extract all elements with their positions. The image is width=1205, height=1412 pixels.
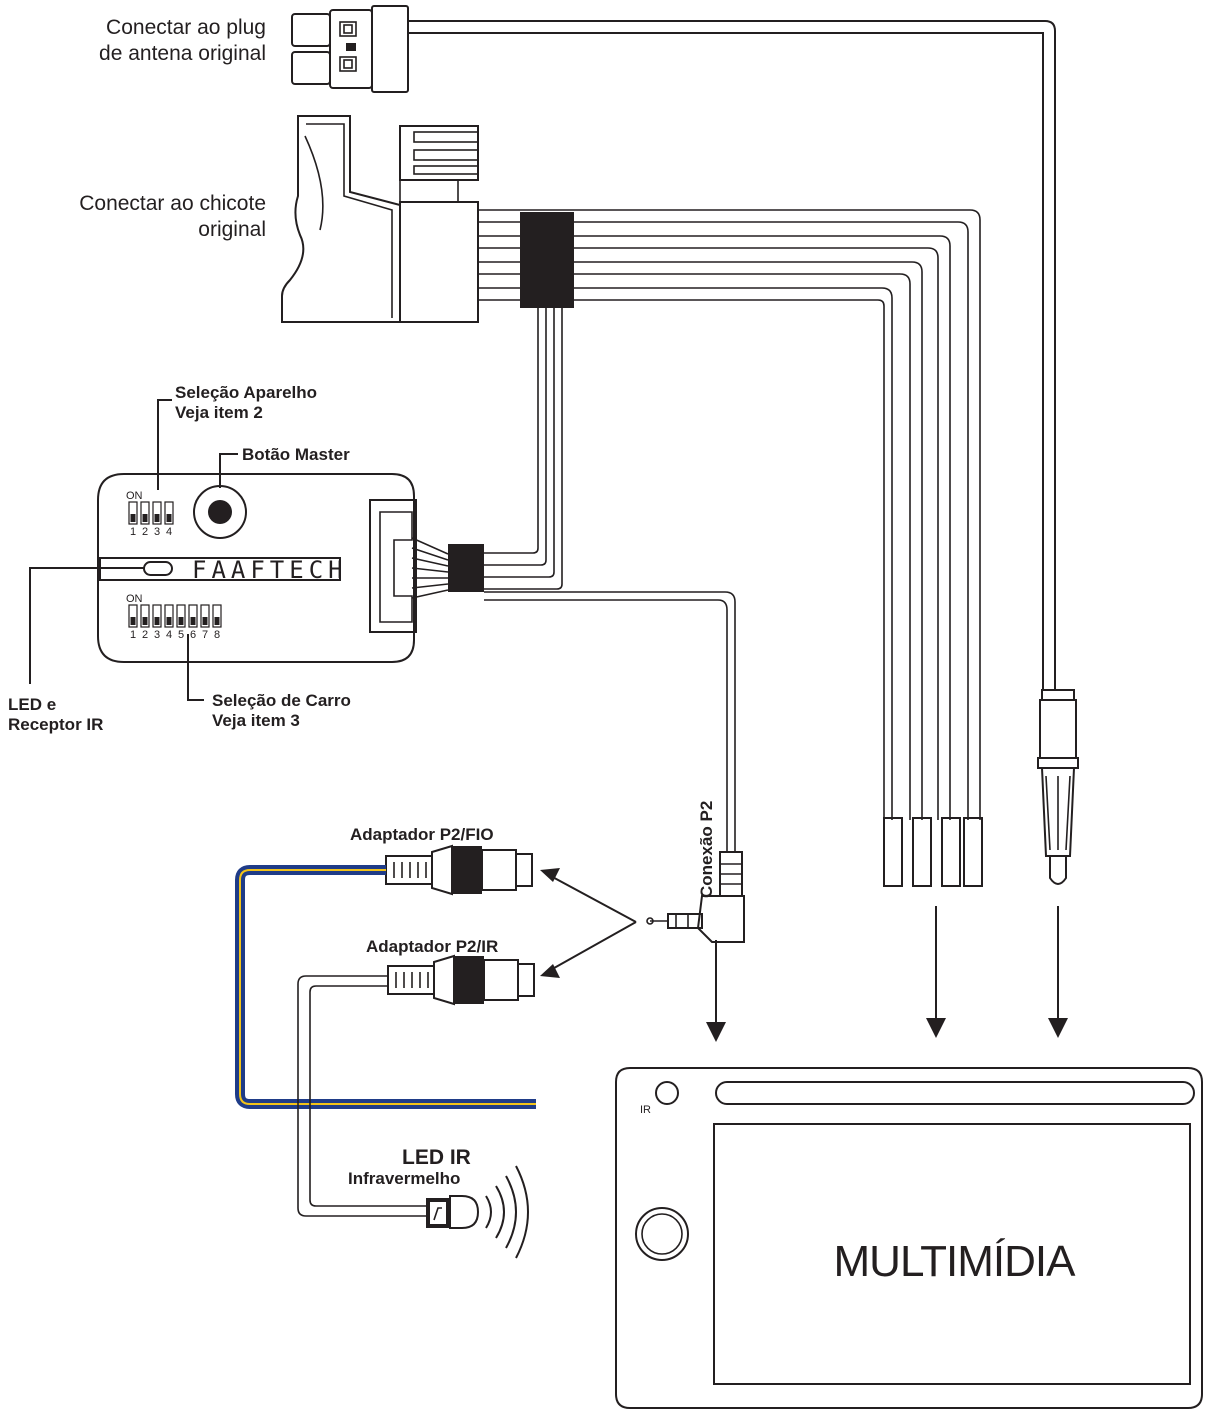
antenna-plug	[291, 5, 409, 93]
callout-lines	[29, 399, 238, 701]
adapter-arrows	[540, 868, 637, 978]
dip-car-switch-knob-5	[178, 617, 184, 625]
dip-device-switch-knob-1	[130, 514, 136, 522]
p2-connection-label: Conexão P2	[697, 801, 716, 898]
dip-car-switch-7[interactable]	[200, 604, 210, 628]
svg-text:ON: ON	[126, 593, 143, 605]
adapter-ir-label: Adaptador P2/IR	[366, 937, 498, 956]
dip-device-switch-4[interactable]	[164, 501, 174, 525]
dip-device-switch-knob-3	[154, 514, 160, 522]
dip-device-switch-number: 4	[166, 526, 172, 538]
dip-device-switch-1[interactable]	[128, 501, 138, 525]
ir-sensor	[655, 1081, 679, 1105]
dip-car-switch-knob-8	[214, 617, 220, 625]
module-feed-wires	[484, 308, 563, 590]
p2-ir-cable	[297, 975, 426, 1217]
led-receiver-label-2: Receptor IR	[8, 715, 103, 734]
adapter-wire-label: Adaptador P2/FIO	[350, 825, 494, 844]
dip-device-switch-number: 1	[130, 526, 136, 538]
p2-cable	[484, 591, 736, 852]
dip-car-switch-8[interactable]	[212, 604, 222, 628]
device-select-label-2: Veja item 2	[175, 403, 263, 422]
car-select-label-1: Seleção de Carro	[212, 691, 351, 710]
dip-car-switch-1[interactable]	[128, 604, 138, 628]
wire-end-caps	[883, 817, 983, 887]
led-ir	[426, 1165, 529, 1259]
antenna-connect-label-1: Conectar ao plug	[106, 16, 266, 39]
dip-car-switch-5[interactable]	[176, 604, 186, 628]
disc-slot	[715, 1081, 1195, 1105]
infrared-label: Infravermelho	[348, 1169, 460, 1188]
cable-bundle-sleeve	[520, 212, 574, 308]
module-pigtail	[411, 537, 449, 599]
dip-car-switch-knob-3	[154, 617, 160, 625]
dip-car-switch-knob-6	[190, 617, 196, 625]
led-ir-label: LED IR	[402, 1146, 471, 1169]
harness-connector	[281, 115, 479, 323]
head-unit-screen	[713, 1123, 1191, 1385]
adapter-p2-ir	[387, 954, 535, 1006]
dip-car-switch-number: 4	[166, 629, 172, 641]
dip-car-switch-number: 6	[190, 629, 196, 641]
dip-device-switch-3[interactable]	[152, 501, 162, 525]
dip-car-switch-number: 8	[214, 629, 220, 641]
dip-device-switch-number: 3	[154, 526, 160, 538]
device-select-label-1: Seleção Aparelho	[175, 383, 317, 402]
dip-device-switch-knob-2	[142, 514, 148, 522]
antenna-male-plug	[1037, 689, 1079, 885]
ir-sensor-label: IR	[640, 1104, 651, 1116]
antenna-connect-label-2: de antena original	[99, 42, 266, 65]
dip-car-switch-knob-7	[202, 617, 208, 625]
head-unit-title: MULTIMÍDIA	[834, 1237, 1077, 1286]
adapter-p2-fio	[385, 844, 533, 896]
dip-car-switch-number: 1	[130, 629, 136, 641]
dip-car-switch-number: 2	[142, 629, 148, 641]
dip-car-switch-knob-4	[166, 617, 172, 625]
dip-car-switch-2[interactable]	[140, 604, 150, 628]
svg-text:ON: ON	[126, 490, 143, 502]
down-arrows	[706, 906, 1068, 1042]
dip-car-switch-knob-2	[142, 617, 148, 625]
head-unit: IR MULTIMÍDIA	[615, 1067, 1203, 1409]
dip-device-switch-2[interactable]	[140, 501, 150, 525]
dip-device-switch-number: 2	[142, 526, 148, 538]
brand-logo: FAAFTECH	[192, 556, 348, 584]
car-select-label-2: Veja item 3	[212, 711, 300, 730]
harness-wires	[478, 209, 981, 820]
dip-car-switch-number: 7	[202, 629, 208, 641]
p2-fio-cable	[235, 865, 536, 1109]
p2-jack	[646, 851, 745, 943]
dip-car-switch-4[interactable]	[164, 604, 174, 628]
dip-car-switch-3[interactable]	[152, 604, 162, 628]
harness-connect-label-1: Conectar ao chicote	[79, 192, 266, 215]
dip-device-switch-knob-4	[166, 514, 172, 522]
dip-car-switch-6[interactable]	[188, 604, 198, 628]
led-receiver-label-1: LED e	[8, 695, 56, 714]
dip-car-switch-number: 3	[154, 629, 160, 641]
harness-connect-label-2: original	[198, 218, 266, 241]
module-bundle-sleeve	[448, 544, 484, 592]
dip-car-switch-number: 5	[178, 629, 184, 641]
volume-knob[interactable]	[635, 1207, 689, 1261]
dip-car-switch-knob-1	[130, 617, 136, 625]
antenna-cable	[408, 20, 1056, 690]
master-button-label: Botão Master	[242, 445, 350, 464]
